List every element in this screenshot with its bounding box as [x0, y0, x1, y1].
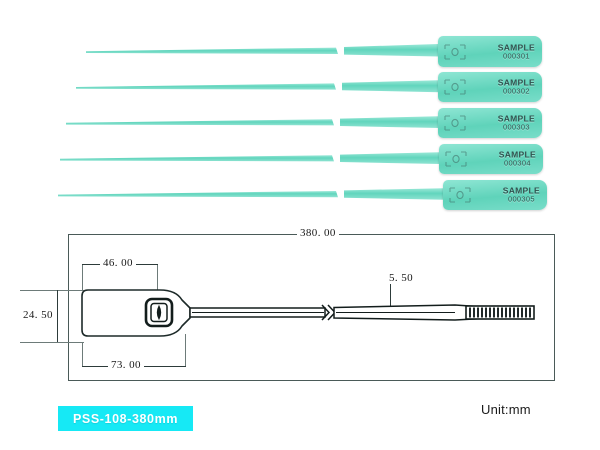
seal-item: SAMPLE 000303 — [66, 108, 556, 140]
dimension-head-length: 46. 00 — [100, 257, 136, 269]
lock-emboss-icon — [449, 187, 471, 203]
seal-head: SAMPLE 000302 — [438, 72, 542, 102]
dimension-strap-width: 5. 50 — [386, 272, 416, 284]
sample-label: SAMPLE — [497, 42, 535, 53]
seal-strap — [60, 152, 440, 164]
unit-note: Unit:mm — [481, 402, 531, 417]
seal-strap — [66, 116, 439, 128]
seal-serial: 000304 — [503, 158, 531, 168]
seal-head: SAMPLE 000305 — [443, 180, 547, 210]
seal-head-text: SAMPLE 000301 — [498, 42, 535, 61]
seal-head-text: SAMPLE 000305 — [503, 186, 540, 205]
seal-strap — [76, 80, 439, 93]
lock-emboss-icon — [445, 151, 467, 167]
sample-label: SAMPLE — [498, 149, 536, 160]
dimension-line — [57, 290, 58, 342]
seal-serial: 000305 — [507, 194, 535, 204]
seal-item: SAMPLE 000301 — [86, 36, 556, 68]
sample-label: SAMPLE — [497, 113, 535, 124]
seal-head: SAMPLE 000303 — [438, 108, 542, 138]
extension-line — [157, 264, 158, 290]
lock-emboss-icon — [444, 43, 466, 60]
product-code-badge: PSS-108-380mm — [58, 406, 193, 431]
dimension-total-length: 380. 00 — [297, 227, 339, 239]
seal-head: SAMPLE 000301 — [438, 36, 542, 67]
seal-item: SAMPLE 000304 — [60, 144, 556, 176]
extension-line — [20, 342, 84, 343]
seal-serial: 000301 — [502, 51, 530, 61]
seal-head-text: SAMPLE 000302 — [498, 78, 535, 97]
extension-line — [20, 290, 84, 291]
lock-emboss-icon — [444, 79, 466, 95]
dimension-line — [390, 284, 391, 307]
extension-line — [185, 334, 186, 366]
seal-serial: 000303 — [502, 122, 530, 132]
sample-label: SAMPLE — [497, 77, 535, 88]
dimension-overall-width: 73. 00 — [108, 359, 144, 371]
seal-strap — [58, 188, 444, 200]
seal-item: SAMPLE 000302 — [76, 72, 556, 104]
seal-head-text: SAMPLE 000304 — [499, 150, 536, 169]
seal-item: SAMPLE 000305 — [58, 180, 556, 212]
seal-strap — [86, 44, 439, 57]
seal-serial: 000302 — [502, 86, 530, 96]
extension-line — [82, 342, 83, 366]
product-photo-area: SAMPLE 000301 — [0, 0, 600, 222]
dimension-head-height: 24. 50 — [20, 309, 56, 321]
seal-head-text: SAMPLE 000303 — [498, 114, 535, 133]
extension-line — [82, 264, 83, 290]
seal-head: SAMPLE 000304 — [439, 144, 543, 174]
lock-emboss-icon — [444, 115, 466, 131]
sample-label: SAMPLE — [502, 185, 540, 196]
